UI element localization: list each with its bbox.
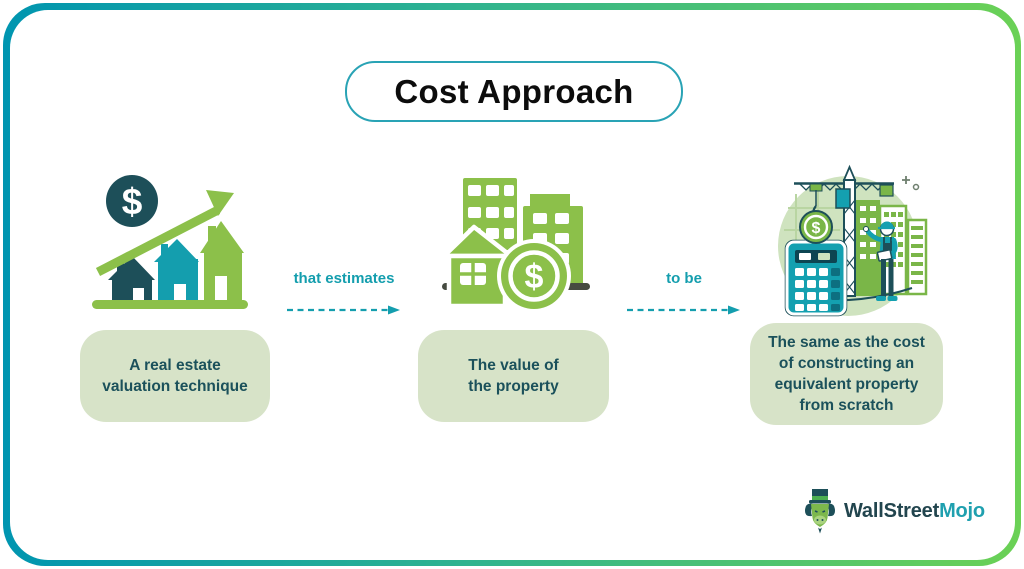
logo-wordmark: WallStreet Mojo: [844, 500, 985, 523]
dashed-arrow-icon: [627, 305, 740, 315]
step-text-line: The same as the cost: [768, 333, 925, 351]
dollar-sign: $: [122, 181, 143, 222]
step-box-property-value: The value of the property: [418, 330, 609, 422]
dollar-sign: $: [525, 258, 544, 296]
page-title-text: Cost Approach: [394, 72, 634, 110]
construction-worker: [863, 221, 898, 301]
step-text-line: the property: [468, 378, 559, 395]
money-growth-icon: $: [92, 175, 248, 309]
logo-text-primary: WallStreet: [844, 499, 940, 522]
property-value-icon: $: [441, 178, 590, 313]
connector-label: to be: [666, 270, 702, 287]
step-text-line: of constructing an: [778, 354, 915, 372]
bull-mascot-icon: [805, 489, 835, 534]
connector-that-estimates: that estimates: [285, 270, 403, 316]
dollar-badge: $: [106, 175, 158, 227]
logo-text-secondary: Mojo: [939, 499, 985, 522]
step-text-line: from scratch: [799, 397, 894, 415]
calculator: [784, 239, 848, 317]
connector-label: that estimates: [293, 270, 395, 287]
step-box-construction-cost: The same as the cost of constructing an …: [750, 323, 943, 425]
step-text-line: A real estate: [129, 356, 221, 374]
front-house: [441, 224, 514, 309]
hanging-dollar-coin: $: [799, 190, 833, 244]
step-text-line: valuation technique: [102, 378, 248, 395]
step-text-line: The value of: [468, 356, 559, 374]
dashed-arrow-icon: [287, 305, 400, 315]
step-text-line: equivalent property: [774, 376, 919, 393]
step-box-valuation-technique: A real estate valuation technique: [80, 330, 270, 422]
baseline-bar: [92, 300, 248, 309]
page-title: Cost Approach: [345, 61, 683, 122]
connector-to-be: to be: [626, 270, 742, 316]
wallstreetmojo-logo: WallStreet Mojo: [803, 485, 985, 537]
houses-group: [108, 221, 244, 303]
dollar-sign: $: [812, 220, 821, 237]
tower-crane: [794, 164, 894, 297]
sparkle-decorations: [902, 176, 920, 191]
dollar-coin: $: [497, 239, 571, 313]
construction-cost-icon: $: [778, 164, 928, 317]
growth-arrow: [95, 190, 234, 276]
